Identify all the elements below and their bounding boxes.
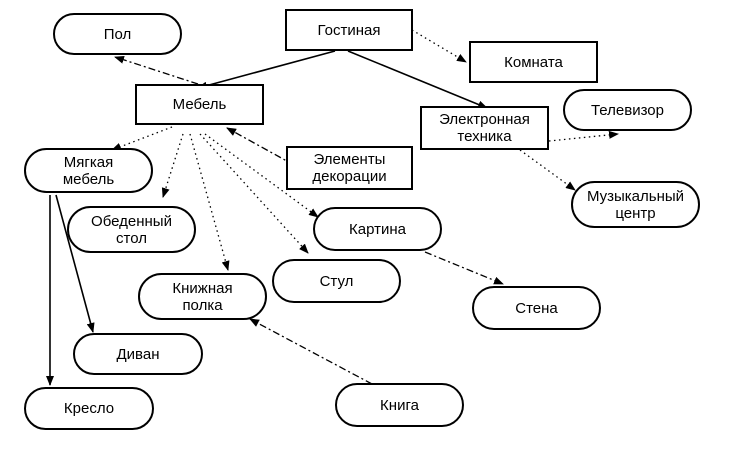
edge-elektronnaya_tekhnika-to-muzykalnyi_tsentr [519,149,576,191]
node-stul: Стул [272,259,401,303]
node-muzykalnyi-tsentr: Музыкальный центр [571,181,700,228]
edge-mebel-to-stul [199,133,309,254]
node-televizor: Телевизор [563,89,692,131]
node-kniga: Книга [335,383,464,427]
node-knizhnaya-polka: Книжная полка [138,273,267,320]
node-pol: Пол [53,13,182,55]
edge-mebel-to-knizhnaya_polka [189,133,230,271]
node-gostinaya: Гостиная [285,9,413,51]
edge-kniga-to-knizhnaya_polka [249,318,373,385]
node-divan: Диван [73,333,203,375]
node-elementy-dekoratsii: Элементы декорации [286,146,413,190]
node-myagkaya-mebel: Мягкая мебель [24,148,153,193]
edge-mebel-to-obedennyi_stol [161,133,184,198]
edge-gostinaya-to-elektronnaya_tekhnika [347,50,488,109]
node-stena: Стена [472,286,601,330]
edge-myagkaya_mebel-to-divan [55,194,95,333]
edge-mebel-to-myagkaya_mebel [111,126,173,151]
edge-mebel-to-pol [114,55,199,85]
node-mebel: Мебель [135,84,264,125]
node-kreslo: Кресло [24,387,154,430]
node-elektronnaya-tekhnika: Электронная техника [420,106,549,150]
edge-mebel-to-kartina [204,133,319,218]
edge-kartina-to-stena [424,251,504,285]
node-obedennyi-stol: Обеденный стол [67,206,196,253]
edge-gostinaya-to-komnata [411,29,467,63]
node-komnata: Комната [469,41,598,83]
node-kartina: Картина [313,207,442,251]
edge-elektronnaya_tekhnika-to-televizor [548,130,619,142]
edge-elementy_dekoratsii-to-mebel [226,127,295,166]
edge-gostinaya-to-mebel [197,50,336,90]
